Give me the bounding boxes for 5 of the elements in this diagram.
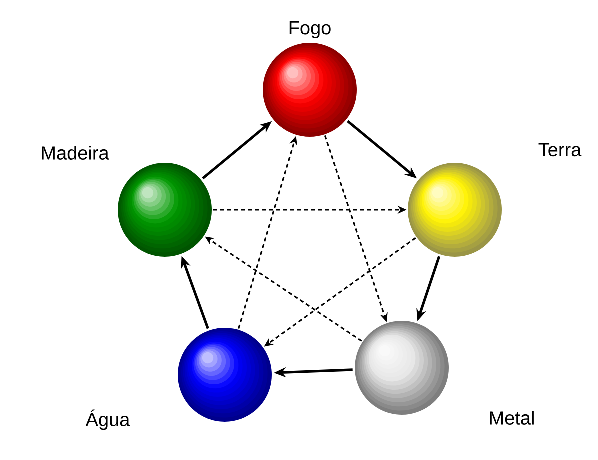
node-label: Madeira — [42, 146, 110, 160]
node-label: Terra — [538, 143, 582, 157]
node-label: Metal — [490, 411, 534, 425]
node-label: Fogo — [290, 22, 331, 38]
node-label: Água — [86, 410, 130, 430]
